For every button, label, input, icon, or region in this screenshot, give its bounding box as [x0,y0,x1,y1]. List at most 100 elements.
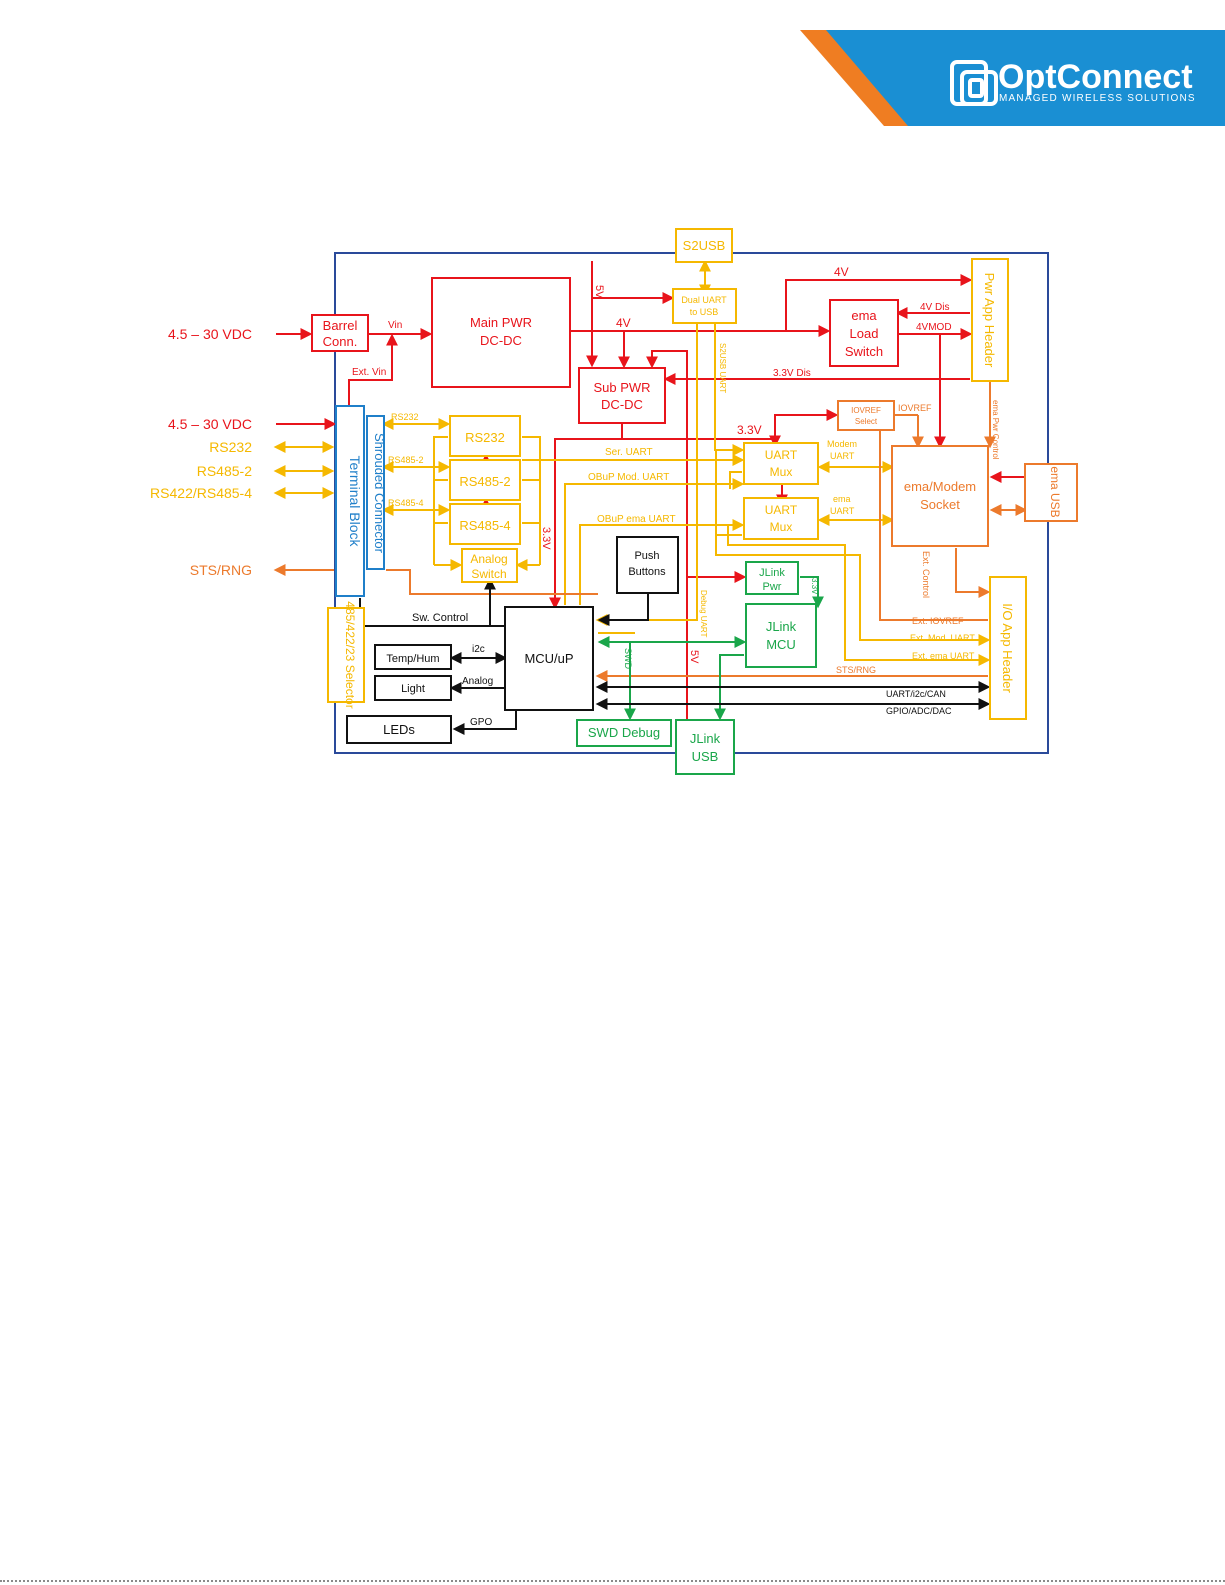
jlink-pwr-label-2: Pwr [763,581,782,593]
ema-load-switch-block [829,299,899,367]
jlink-33v-line [800,576,824,609]
ema-pwr-control-label: ema Pwr Control [991,400,1000,460]
ema-uart-label-2: UART [830,506,855,516]
logo-mark-icon [950,60,998,106]
rs232-block-label: RS232 [465,430,505,445]
jlink-usb-label-1: JLink [690,731,721,746]
terminal-block [335,405,365,597]
ext-vin-line [348,333,398,405]
pwr-app-header-block [971,258,1009,382]
light-label: Light [401,683,425,695]
ema-load-label-2: Load [850,326,879,341]
barrel-label-1: Barrel [323,318,358,333]
v4mod-label: 4VMOD [916,322,952,333]
logo-tagline: MANAGED WIRELESS SOLUTIONS [999,93,1196,104]
analog-switch-block [461,548,518,583]
iovref-select-label-2: Select [855,417,878,426]
rs232-ext-label: RS232 [209,439,252,455]
obup-ema-uart-line [579,519,745,605]
ext-iovref-label: Ext. IOVREF [912,616,964,626]
push-buttons-block [616,536,679,594]
selector-label: 485/422/23 Selector [343,601,357,708]
uart-mux-2-label-2: Mux [770,520,793,534]
shrouded-connector-label: Shrouded Connector [372,433,387,554]
logo-name: OptConnect [998,58,1193,96]
push-buttons-line [597,593,649,626]
ext-control-line [955,548,991,598]
analog-switch-label-2: Switch [471,567,506,581]
rs485-2-block-label: RS485-2 [459,474,510,489]
push-buttons-label-1: Push [634,550,659,562]
leds-block [346,715,452,744]
ser-uart-label: Ser. UART [605,447,653,458]
power-in-label-1: 4.5 – 30 VDC [168,326,252,342]
v33-dis-label: 3.3V Dis [773,368,811,379]
obup-mod-uart-line [564,478,745,605]
swd-label: SWD [623,648,633,669]
barrel-label-2: Conn. [323,334,358,349]
rs485-2-block [449,459,521,501]
sub-pwr-label-2: DC-DC [601,397,643,412]
mcu-label: MCU/uP [524,651,573,666]
ext-mod-uart-line [715,450,991,646]
top-4v-line [785,274,973,331]
ema-load-label-1: ema [851,308,877,323]
jlink-33v-label: 3.3V [810,578,819,595]
power-in-label-2: 4.5 – 30 VDC [168,416,252,432]
rs485-2-bus-label: RS485-2 [388,455,424,465]
jlink-usb-label-2: USB [692,749,719,764]
selector-block [327,607,365,703]
v4-top-label: 4V [834,265,849,279]
gpo-label: GPO [470,717,492,728]
uart-mux-1-block [743,442,819,485]
rs485-4-bus-label: RS485-4 [388,498,424,508]
s2usb-uart-label: S2USB UART [718,343,727,393]
main-pwr-label-2: DC-DC [480,333,522,348]
ema-uart-label-1: ema [833,494,851,504]
ext-ema-uart-line [727,525,991,666]
v5-bottom-label: 5V [688,650,700,664]
obup-mod-uart-label: OBuP Mod. UART [588,472,669,483]
v33-vert-label: 3.3V [540,527,552,550]
dual-uart-label-1: Dual UART [681,295,727,305]
jlink-pwr-label-1: JLink [759,567,785,579]
ema-modem-label-1: ema/Modem [904,479,976,494]
main-pwr-label-1: Main PWR [470,315,532,330]
iovref-label: IOVREF [898,403,932,413]
rs232-block [449,415,521,457]
gpo-line [452,710,517,735]
ema-usb-block [1024,463,1078,522]
io-app-header-block [989,576,1027,720]
obup-ema-uart-label: OBuP ema UART [597,514,676,525]
gpio-adc-dac-label: GPIO/ADC/DAC [886,706,952,716]
leds-label: LEDs [383,722,415,737]
dual-uart-block [672,288,737,324]
dual-uart-label-2: to USB [690,307,719,317]
ext-control-label: Ext. Control [921,551,931,598]
mux-loop-1 [729,471,742,489]
sub-pwr-label-1: Sub PWR [593,380,650,395]
terminal-block-label: Terminal Block [347,455,363,547]
jlink-usb-line [714,654,744,721]
3v3-rail [554,438,775,605]
main-pwr-block [431,277,571,388]
uart-i2c-can-label: UART/i2c/CAN [886,689,946,699]
rs422-485-4-ext-label: RS422/RS485-4 [150,485,252,501]
ext-vin-label: Ext. Vin [352,367,386,378]
swd-debug-block [576,719,672,747]
3v3-to-iovref [774,409,839,439]
rs485-4-block-label: RS485-4 [459,518,510,533]
modem-uart-label-2: UART [830,451,855,461]
v33-label: 3.3V [737,423,762,437]
io-app-header-label: I/O App Header [1000,603,1015,693]
uart-mux-1-label-2: Mux [770,465,793,479]
barrel-connector-block [311,314,369,352]
ext-mod-uart-label: Ext. Mod. UART [910,633,975,643]
ema-usb-label: ema USB [1048,466,1062,517]
ext-ema-uart-label: Ext. ema UART [912,651,975,661]
rs232-bus-label: RS232 [391,412,419,422]
analog-label: Analog [462,676,493,687]
ema-modem-label-2: Socket [920,497,960,512]
jlink-mcu-label-1: JLink [766,619,797,634]
jlink-mcu-label-2: MCU [766,637,796,652]
